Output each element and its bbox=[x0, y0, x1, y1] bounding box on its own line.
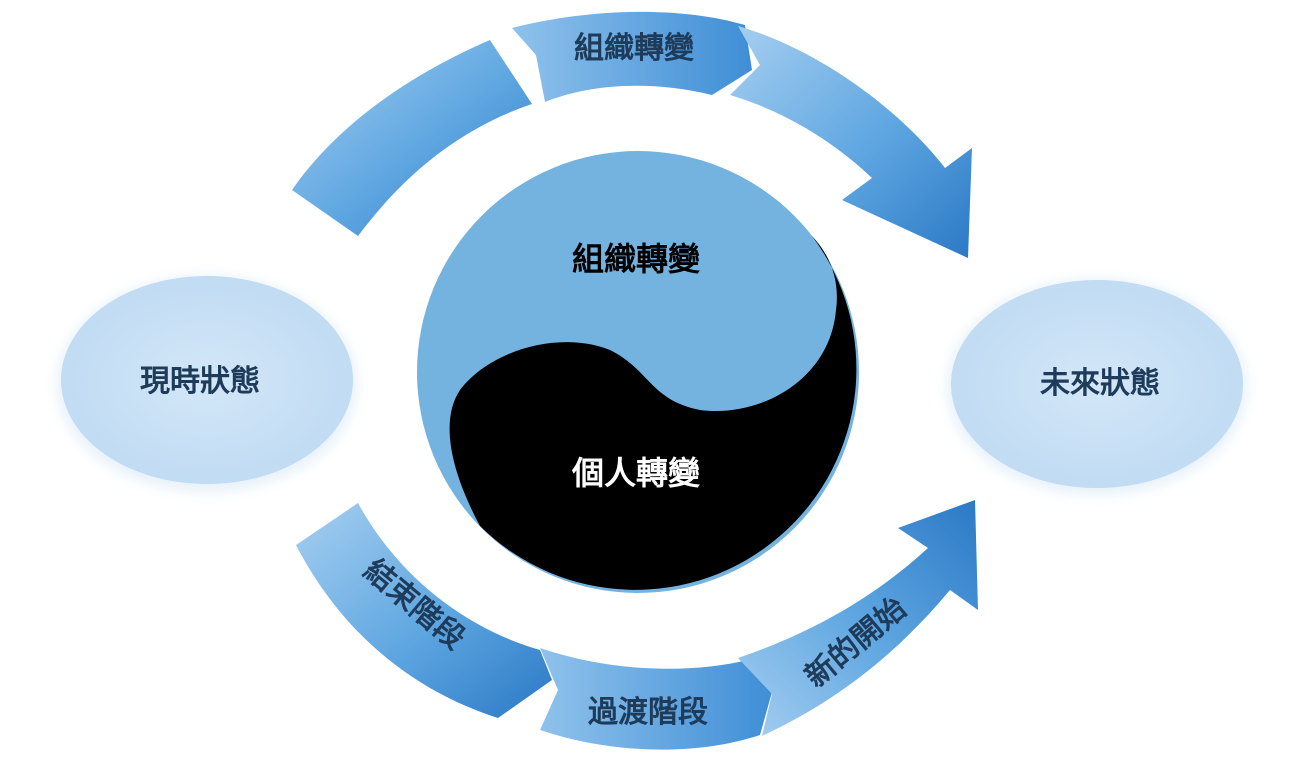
top-right-arrow bbox=[730, 26, 972, 258]
center-top-label: 組織轉變 bbox=[572, 240, 700, 278]
future-state-ellipse bbox=[951, 280, 1243, 488]
current-state-ellipse bbox=[61, 276, 353, 484]
future-state-label: 未來狀態 bbox=[1040, 366, 1160, 401]
transition-phase-chevron bbox=[540, 648, 772, 750]
top-chevron bbox=[512, 11, 752, 102]
yin-yang-dark bbox=[449, 236, 857, 590]
current-state-label: 現時狀態 bbox=[140, 364, 260, 399]
new-beginning-arrow bbox=[738, 500, 978, 736]
yin-yang bbox=[417, 151, 859, 593]
top-arrow-label: 組織轉變 bbox=[574, 31, 694, 66]
top-left-arrow-segment bbox=[292, 40, 532, 236]
center-bottom-label: 個人轉變 bbox=[571, 454, 700, 492]
transition-phase-label: 過渡階段 bbox=[588, 695, 708, 730]
ending-phase-arrow bbox=[296, 503, 552, 718]
